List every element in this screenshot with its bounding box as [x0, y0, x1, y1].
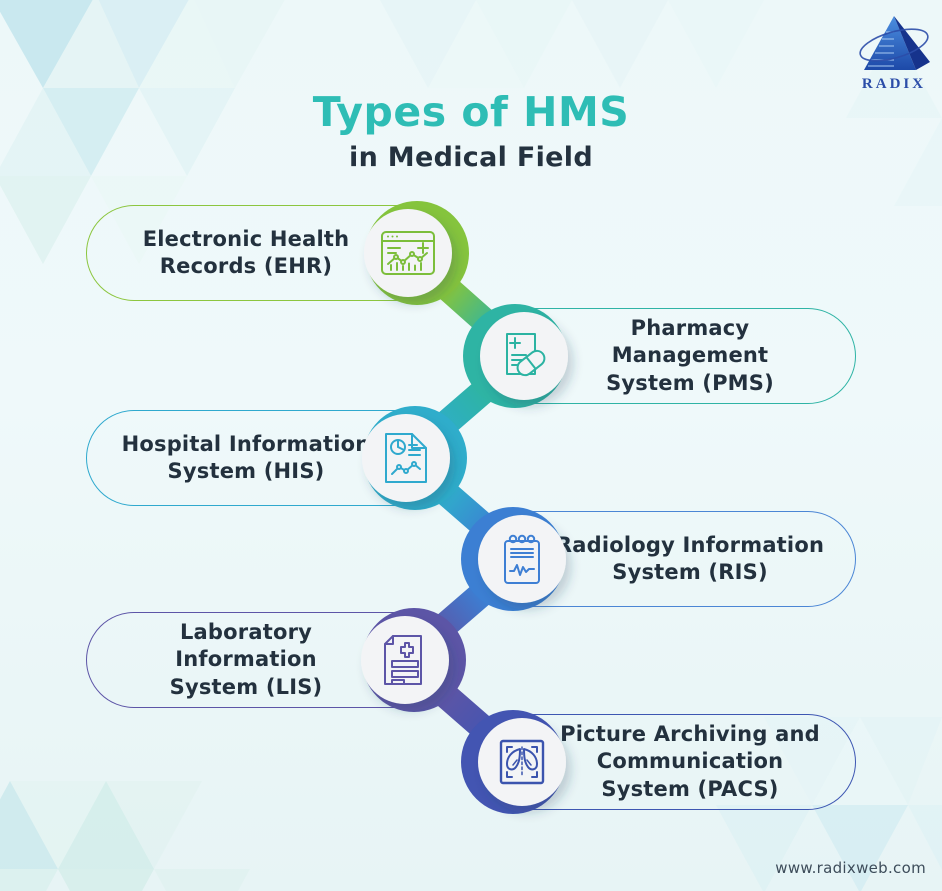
item-pill-pms: Pharmacy Management System (PMS) — [486, 308, 856, 404]
item-label-pms: Pharmacy Management System (PMS) — [606, 316, 774, 395]
item-label-ehr: Electronic Health Records (EHR) — [142, 226, 350, 278]
radix-logo-text: RADIX — [861, 76, 927, 92]
radix-logo: RADIX — [850, 12, 938, 93]
page-subtitle: in Medical Field — [349, 142, 593, 174]
item-label-his: Hospital Information System (HIS) — [121, 431, 371, 483]
item-pill-ehr: Electronic Health Records (EHR) — [86, 205, 456, 301]
item-label-lis: Laboratory Information System (LIS) — [169, 620, 323, 699]
item-pill-ris: Radiology Information System (RIS) — [486, 511, 856, 607]
page-title: Types of HMS — [312, 88, 630, 136]
header: Types of HMS in Medical Field — [0, 88, 942, 174]
item-pill-his: Hospital Information System (HIS) — [86, 410, 456, 506]
website-url: www.radixweb.com — [775, 859, 926, 877]
radix-pyramid-orbit-icon — [859, 16, 930, 70]
item-pill-pacs: Picture Archiving and Communication Syst… — [486, 714, 856, 810]
item-label-pacs: Picture Archiving and Communication Syst… — [560, 722, 820, 801]
item-label-ris: Radiology Information System (RIS) — [555, 532, 825, 584]
item-pill-lis: Laboratory Information System (LIS) — [86, 612, 456, 708]
